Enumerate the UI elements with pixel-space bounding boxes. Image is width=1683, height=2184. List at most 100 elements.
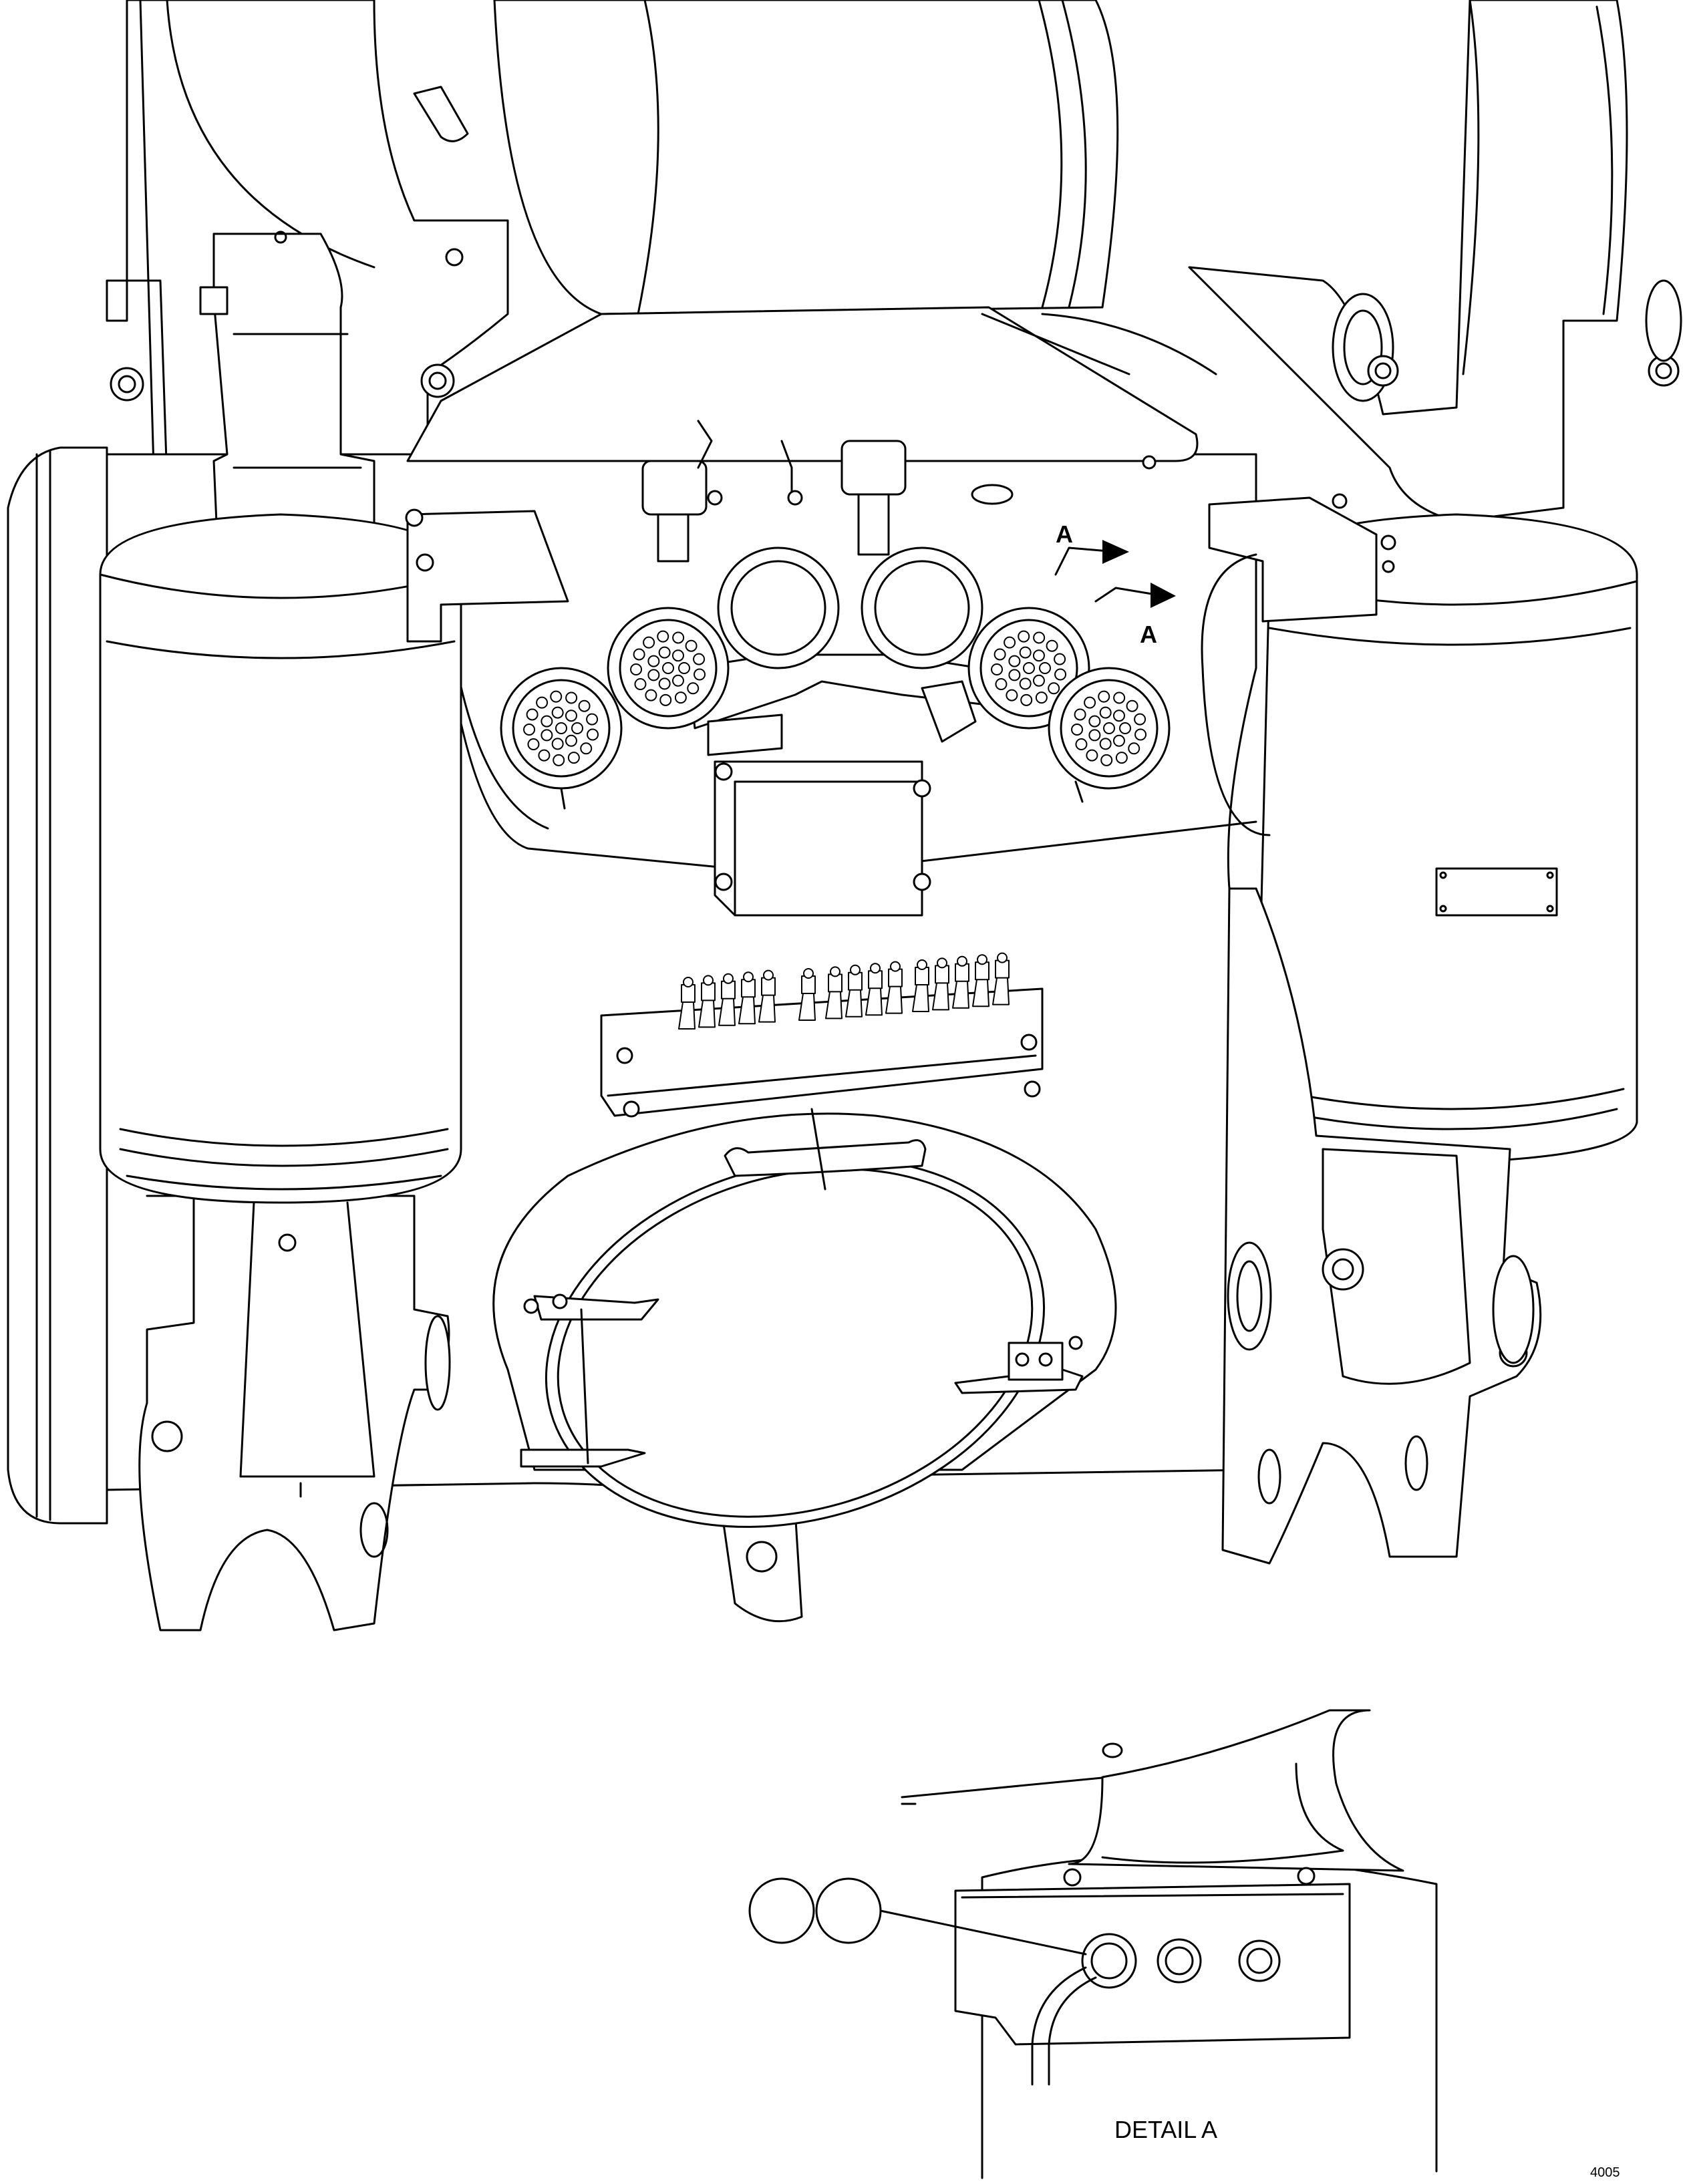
gauge-vent-hole	[1004, 637, 1015, 648]
hose-fitting	[933, 958, 949, 1009]
filler-opening	[494, 1103, 1116, 1583]
gauge-vent-hole	[659, 647, 670, 658]
gauge-vent-hole	[679, 663, 690, 673]
gauge-1	[501, 668, 621, 788]
detail-a-inset: DETAIL A	[750, 1710, 1436, 2178]
right-lower-bracket	[1223, 889, 1541, 1563]
gauge-vent-hole	[1036, 692, 1047, 703]
hose-fitting	[699, 975, 715, 1027]
gauge-vent-hole	[1128, 743, 1139, 754]
callout-balloon-2	[816, 1879, 881, 1943]
gauge-vent-hole	[539, 750, 549, 761]
hose-fittings	[679, 953, 1009, 1029]
gauge-vent-hole	[995, 649, 1006, 659]
gauge-vent-hole	[1114, 692, 1124, 703]
gauge-vent-hole	[537, 697, 547, 708]
gauge-vent-hole	[587, 714, 597, 725]
gauge-vent-hole	[1116, 752, 1127, 763]
hose-fitting	[826, 967, 842, 1018]
gauge-vent-hole	[1076, 739, 1086, 750]
gauge-vent-hole	[587, 730, 598, 740]
gauge-vent-hole	[1018, 631, 1029, 642]
gauge-vent-hole	[675, 692, 686, 703]
drawing-number: 4005	[1590, 2165, 1620, 2180]
gauge-vent-hole	[566, 736, 577, 746]
gauge-vent-hole	[686, 641, 697, 651]
hose-fitting	[719, 974, 735, 1026]
hose-fitting	[739, 972, 755, 1024]
gauge-vent-hole	[643, 637, 654, 648]
gauge-vent-hole	[566, 692, 577, 703]
gauge-vent-hole	[1048, 683, 1059, 693]
upper-drum	[494, 0, 1118, 314]
gauge-vent-hole	[1024, 663, 1034, 673]
gauge-vent-hole	[1006, 690, 1017, 701]
gauge-vent-hole	[635, 679, 645, 689]
gauge-2	[608, 608, 728, 728]
gauge-vent-hole	[541, 716, 552, 727]
gauge-vent-hole	[1075, 709, 1086, 720]
gauge-vent-hole	[572, 723, 583, 734]
hose-fitting	[993, 953, 1009, 1005]
detail-caption: DETAIL A	[1114, 2116, 1217, 2143]
gauge-vent-hole	[527, 709, 538, 720]
gauge-3	[718, 548, 838, 668]
gauge-vent-hole	[1100, 738, 1111, 749]
gauge-vent-hole	[1100, 708, 1111, 718]
gauge-vent-hole	[581, 743, 591, 754]
gauge-vent-hole	[1134, 714, 1145, 725]
junction-box	[715, 762, 930, 915]
gauge-vent-hole	[1040, 663, 1050, 673]
gauge-vent-hole	[687, 683, 698, 693]
gauge-vent-hole	[660, 695, 671, 706]
gauge-vent-hole	[579, 701, 590, 712]
gauge-vent-holes	[524, 631, 1146, 766]
gauge-vent-hole	[1021, 695, 1032, 706]
gauge-vent-hole	[524, 724, 534, 735]
gauge-vent-hole	[659, 678, 670, 689]
gauge-vent-hole	[1047, 641, 1058, 651]
left-accumulator	[100, 510, 568, 1203]
gauge-vent-hole	[673, 675, 683, 686]
gauge-vent-hole	[1086, 750, 1097, 761]
gauge-vent-hole	[1127, 701, 1138, 712]
gauge-vent-hole	[551, 691, 561, 702]
hose-fitting	[866, 963, 882, 1015]
gauge-vent-hole	[1135, 730, 1146, 740]
gauge-vent-hole	[694, 669, 705, 680]
gauge-vent-hole	[648, 656, 659, 667]
callout-balloon-1	[750, 1879, 814, 1943]
hose-fitting	[973, 955, 989, 1006]
gauge-vent-hole	[694, 654, 704, 665]
panel-top-fittings	[643, 421, 1155, 561]
gauge-vent-hole	[648, 669, 659, 680]
view-label-a-lower: A	[1140, 621, 1157, 648]
hose-fitting	[886, 962, 902, 1013]
gauge-vent-hole	[1114, 710, 1124, 721]
gauge-vent-hole	[1020, 678, 1031, 689]
gauge-vent-hole	[1034, 675, 1044, 686]
gauge-vent-hole	[673, 632, 683, 643]
manifold-block	[601, 953, 1042, 1116]
view-label-a-upper: A	[1056, 520, 1073, 548]
hose-fitting	[953, 957, 969, 1008]
gauge-vent-hole	[553, 708, 563, 718]
gauge-vent-hole	[1009, 656, 1020, 667]
gauge-vent-hole	[566, 710, 577, 721]
gauge-vent-hole	[1104, 723, 1114, 734]
gauge-vent-hole	[1084, 697, 1095, 708]
gauge-vent-hole	[991, 664, 1002, 675]
gauge-vent-hole	[553, 755, 564, 766]
gauge-vent-hole	[528, 739, 539, 750]
gauge-vent-hole	[673, 650, 683, 661]
gauge-vent-hole	[569, 752, 579, 763]
gauge-vent-hole	[1101, 755, 1112, 766]
gauge-vent-hole	[663, 663, 673, 673]
gauge-vent-hole	[1054, 654, 1065, 665]
gauge-vent-hole	[553, 738, 563, 749]
gauge-vent-hole	[1020, 647, 1031, 658]
hose-fitting	[799, 969, 815, 1020]
gauge-vent-hole	[1034, 650, 1044, 661]
hose-fitting	[913, 960, 929, 1011]
